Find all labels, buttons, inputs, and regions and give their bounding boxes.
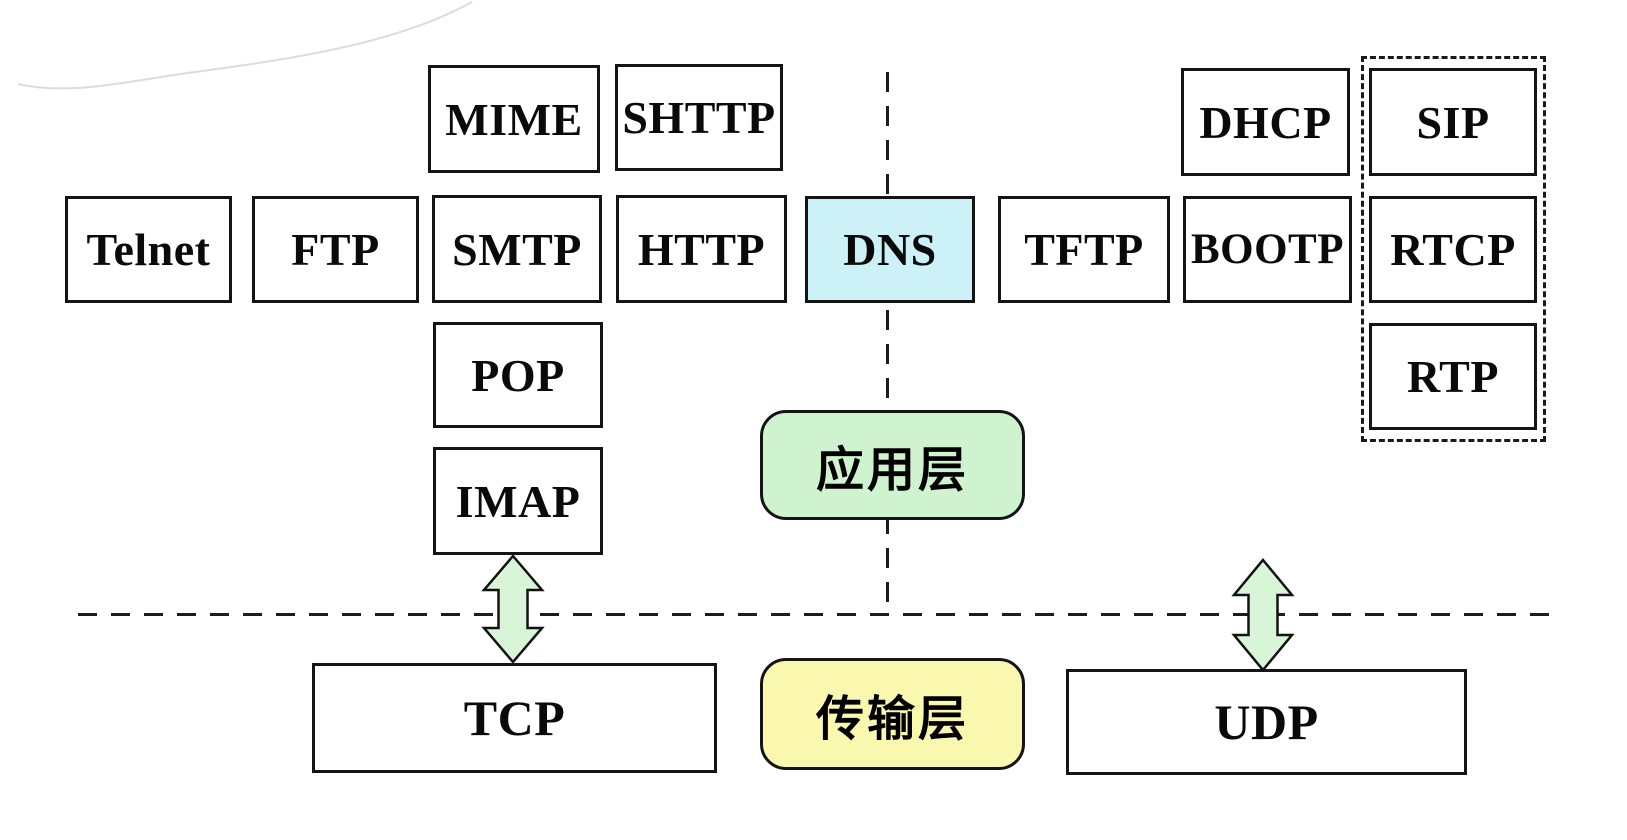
protocol-box-tftp: TFTP xyxy=(998,196,1170,303)
protocol-box-udp: UDP xyxy=(1066,669,1467,775)
transport-layer-label: 传输层 xyxy=(760,658,1025,770)
protocol-box-rtcp: RTCP xyxy=(1369,196,1537,303)
sip-rtcp-rtp-dashed-group xyxy=(1361,56,1546,442)
imap-tcp-double-arrow-icon xyxy=(481,554,545,664)
protocol-box-mime: MIME xyxy=(428,65,600,173)
protocol-box-sip: SIP xyxy=(1369,68,1537,176)
protocol-box-telnet: Telnet xyxy=(65,196,232,303)
protocol-box-imap: IMAP xyxy=(433,447,603,555)
protocol-box-pop: POP xyxy=(433,322,603,428)
udp-double-arrow-icon xyxy=(1231,558,1295,672)
layer-boundary-dashed-line xyxy=(78,613,1552,616)
application-layer-dashed-line xyxy=(886,72,889,615)
protocol-box-shttp: SHTTP xyxy=(615,64,783,171)
protocol-box-rtp: RTP xyxy=(1369,323,1537,430)
protocol-box-tcp: TCP xyxy=(312,663,717,773)
application-layer-label: 应用层 xyxy=(760,410,1025,520)
protocol-box-smtp: SMTP xyxy=(432,195,602,303)
decorative-curve xyxy=(17,1,473,90)
protocol-box-dhcp: DHCP xyxy=(1181,68,1350,176)
protocol-box-dns: DNS xyxy=(805,196,975,303)
protocol-box-bootp: BOOTP xyxy=(1183,196,1352,303)
protocol-box-http: HTTP xyxy=(616,195,787,303)
protocol-box-ftp: FTP xyxy=(252,196,419,303)
